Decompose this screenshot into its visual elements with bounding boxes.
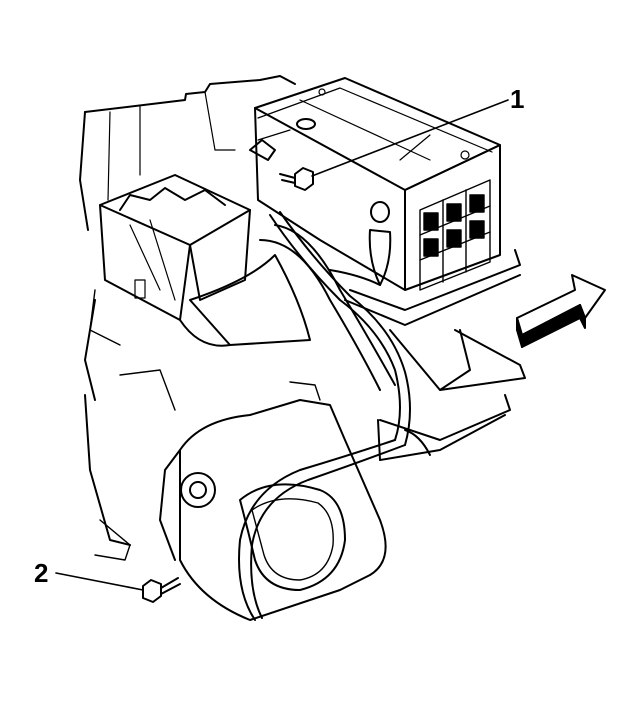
callout-2-label: 2 xyxy=(34,558,49,588)
leader-line-1 xyxy=(311,99,509,177)
wiring-harness xyxy=(238,211,431,621)
callout-1-label: 1 xyxy=(510,84,525,114)
battery xyxy=(249,77,501,291)
bolt-2 xyxy=(142,577,181,603)
strut-housing xyxy=(84,299,387,621)
leader-line-2 xyxy=(55,572,144,591)
body-panel xyxy=(79,75,296,231)
forward-arrow-icon xyxy=(516,274,606,348)
relay-block xyxy=(89,174,251,346)
bolt-1 xyxy=(279,167,314,191)
battery-tray xyxy=(344,249,526,461)
